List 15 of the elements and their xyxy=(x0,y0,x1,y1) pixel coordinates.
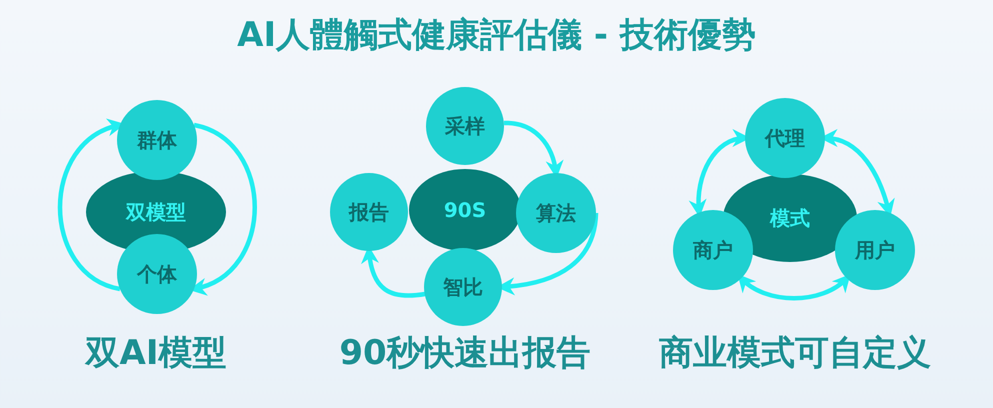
step-circle: 采样 xyxy=(426,87,504,165)
step-circle: 用户 xyxy=(835,210,915,290)
step-circle: 智比 xyxy=(424,248,502,326)
caption: 双AI模型 xyxy=(86,332,226,375)
step-circle: 商户 xyxy=(673,210,753,290)
caption: 商业模式可自定义 xyxy=(659,332,931,375)
step-circle: 算法 xyxy=(516,173,596,253)
curved-arrow xyxy=(737,274,851,300)
step-circle: 报告 xyxy=(330,173,408,251)
step-circle: 群体 xyxy=(117,100,197,180)
caption: 90秒快速出报告 xyxy=(339,332,591,375)
step-circle: 个体 xyxy=(117,234,197,314)
title: AI人體觸式健康評估儀 - 技術優勢 xyxy=(236,14,757,57)
center-ellipse: 90S xyxy=(409,169,521,251)
step-circle: 代理 xyxy=(745,98,825,178)
